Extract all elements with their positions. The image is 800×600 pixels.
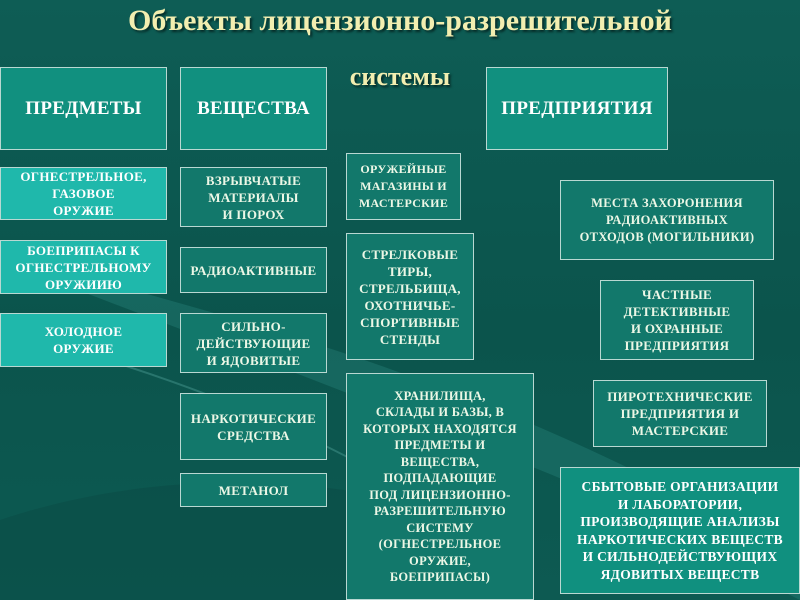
header-substances-label: ВЕЩЕСТВА — [197, 97, 310, 119]
storage-facilities-label: ХРАНИЛИЩА, СКЛАДЫ И БАЗЫ, В КОТОРЫХ НАХО… — [363, 388, 517, 585]
header-enterprises-label: ПРЕДПРИЯТИЯ — [501, 97, 653, 119]
slide-title: Объекты лицензионно-разрешительной — [128, 4, 672, 37]
enterprise-detective-security-label: ЧАСТНЫЕ ДЕТЕКТИВНЫЕ И ОХРАННЫЕ ПРЕДПРИЯТ… — [623, 287, 731, 353]
substance-explosives-label: ВЗРЫВЧАТЫЕ МАТЕРИАЛЫ И ПОРОХ — [205, 172, 302, 222]
gun-shops-label: ОРУЖЕЙНЫЕ МАГАЗИНЫ И МАСТЕРСКИЕ — [358, 162, 449, 210]
header-objects-label: ПРЕДМЕТЫ — [25, 97, 142, 119]
enterprise-radioactive-burial: МЕСТА ЗАХОРОНЕНИЯ РАДИОАКТИВНЫХ ОТХОДОВ … — [560, 180, 774, 260]
object-ammunition: БОЕПРИПАСЫ К ОГНЕСТРЕЛЬНОМУ ОРУЖИИЮ — [0, 240, 167, 294]
substance-explosives: ВЗРЫВЧАТЫЕ МАТЕРИАЛЫ И ПОРОХ — [180, 167, 327, 227]
header-enterprises: ПРЕДПРИЯТИЯ — [486, 67, 668, 150]
substance-methanol-label: МЕТАНОЛ — [218, 482, 289, 498]
substance-methanol: МЕТАНОЛ — [180, 473, 327, 507]
enterprise-detective-security: ЧАСТНЫЕ ДЕТЕКТИВНЫЕ И ОХРАННЫЕ ПРЕДПРИЯТ… — [600, 280, 754, 360]
object-cold-weapons: ХОЛОДНОЕ ОРУЖИЕ — [0, 313, 167, 367]
gun-shops-box: ОРУЖЕЙНЫЕ МАГАЗИНЫ И МАСТЕРСКИЕ — [346, 153, 461, 220]
header-objects: ПРЕДМЕТЫ — [0, 67, 167, 150]
substance-narcotics: НАРКОТИЧЕСКИЕ СРЕДСТВА — [180, 393, 327, 460]
object-firearms-label: ОГНЕСТРЕЛЬНОЕ, ГАЗОВОЕ ОРУЖИЕ — [20, 169, 147, 218]
storage-facilities-box: ХРАНИЛИЩА, СКЛАДЫ И БАЗЫ, В КОТОРЫХ НАХО… — [346, 373, 534, 600]
enterprise-sales-laboratories-label: СБЫТОВЫЕ ОРГАНИЗАЦИИ И ЛАБОРАТОРИИ, ПРОИ… — [577, 479, 783, 582]
enterprise-sales-laboratories: СБЫТОВЫЕ ОРГАНИЗАЦИИ И ЛАБОРАТОРИИ, ПРОИ… — [560, 467, 800, 594]
shooting-ranges-box: СТРЕЛКОВЫЕ ТИРЫ, СТРЕЛЬБИЩА, ОХОТНИЧЬЕ- … — [346, 233, 474, 360]
enterprise-pyrotechnic-label: ПИРОТЕХНИЧЕСКИЕ ПРЕДПРИЯТИЯ И МАСТЕРСКИЕ — [607, 389, 753, 438]
object-cold-weapons-label: ХОЛОДНОЕ ОРУЖИЕ — [44, 324, 123, 356]
substance-narcotics-label: НАРКОТИЧЕСКИЕ СРЕДСТВА — [190, 410, 317, 443]
slide-title-continued: системы — [349, 62, 451, 91]
substance-radioactive: РАДИОАКТИВНЫЕ — [180, 247, 327, 293]
substance-toxic: СИЛЬНО- ДЕЙСТВУЮЩИЕ И ЯДОВИТЫЕ — [180, 313, 327, 373]
enterprise-radioactive-burial-label: МЕСТА ЗАХОРОНЕНИЯ РАДИОАКТИВНЫХ ОТХОДОВ … — [579, 195, 755, 244]
shooting-ranges-label: СТРЕЛКОВЫЕ ТИРЫ, СТРЕЛЬБИЩА, ОХОТНИЧЬЕ- … — [359, 246, 461, 347]
header-substances: ВЕЩЕСТВА — [180, 67, 327, 150]
enterprise-pyrotechnic: ПИРОТЕХНИЧЕСКИЕ ПРЕДПРИЯТИЯ И МАСТЕРСКИЕ — [593, 380, 767, 447]
object-firearms: ОГНЕСТРЕЛЬНОЕ, ГАЗОВОЕ ОРУЖИЕ — [0, 167, 167, 220]
substance-radioactive-label: РАДИОАКТИВНЫЕ — [190, 262, 317, 278]
object-ammunition-label: БОЕПРИПАСЫ К ОГНЕСТРЕЛЬНОМУ ОРУЖИИЮ — [15, 242, 152, 292]
substance-toxic-label: СИЛЬНО- ДЕЙСТВУЮЩИЕ И ЯДОВИТЫЕ — [196, 318, 311, 368]
